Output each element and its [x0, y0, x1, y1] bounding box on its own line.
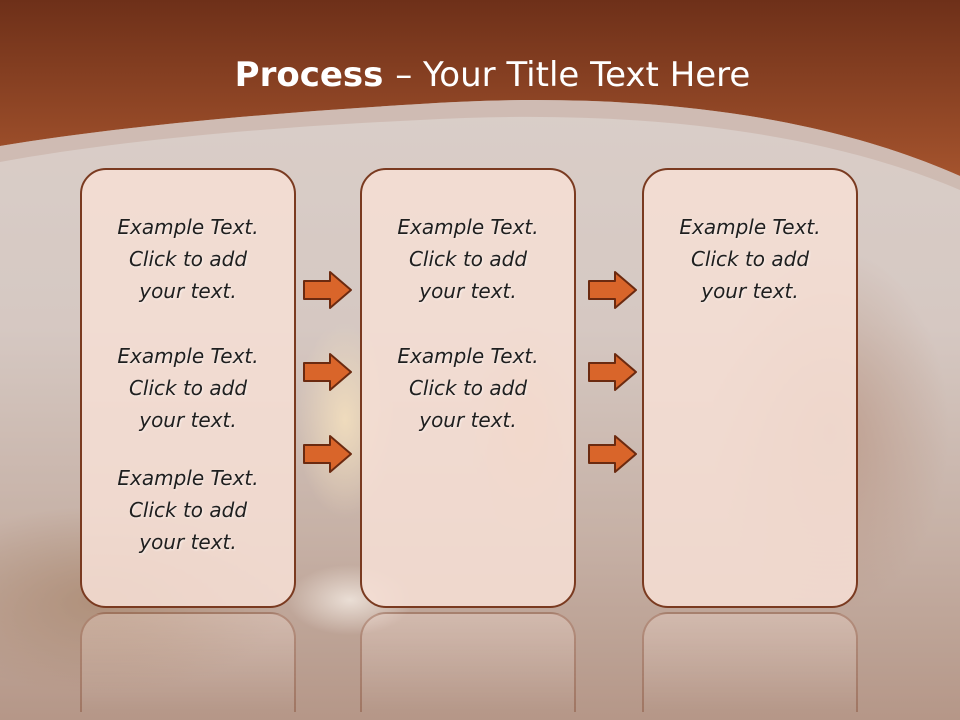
text-line: Example Text. — [397, 215, 539, 239]
right-arrow-icon — [588, 435, 637, 473]
panel-reflection — [80, 612, 296, 712]
header-band — [0, 0, 960, 190]
title-bold: Process — [234, 55, 396, 95]
text-block[interactable]: Example Text. Click to add your text. — [82, 340, 294, 436]
text-block[interactable]: Example Text. Click to add your text. — [82, 462, 294, 558]
right-arrow-icon — [588, 271, 637, 309]
panel-reflection — [360, 612, 576, 712]
text-block[interactable]: Example Text. Click to add your text. — [644, 211, 856, 307]
right-arrow-icon — [303, 353, 352, 391]
text-line: Example Text. — [397, 344, 539, 368]
right-arrow-icon — [303, 271, 352, 309]
text-line: Example Text. — [117, 215, 259, 239]
right-arrow-icon — [303, 435, 352, 473]
text-line: Click to add — [690, 247, 810, 271]
text-line: Example Text. — [117, 466, 259, 490]
process-panel-3[interactable]: Example Text. Click to add your text. — [642, 168, 858, 608]
text-line: Click to add — [128, 247, 248, 271]
text-line: your text. — [139, 408, 237, 432]
text-line: Click to add — [408, 247, 528, 271]
text-line: your text. — [701, 279, 799, 303]
process-panel-2[interactable]: Example Text. Click to add your text. Ex… — [360, 168, 576, 608]
text-line: your text. — [419, 279, 517, 303]
title-rest: – Your Title Text Here — [395, 55, 751, 95]
slide-title: Process – Your Title Text Here — [0, 52, 960, 98]
text-line: Click to add — [408, 376, 528, 400]
text-block[interactable]: Example Text. Click to add your text. — [362, 340, 574, 436]
text-line: Click to add — [128, 376, 248, 400]
text-line: Click to add — [128, 498, 248, 522]
text-line: Example Text. — [117, 344, 259, 368]
text-line: your text. — [139, 279, 237, 303]
text-block[interactable]: Example Text. Click to add your text. — [82, 211, 294, 307]
process-panel-1[interactable]: Example Text. Click to add your text. Ex… — [80, 168, 296, 608]
text-line: your text. — [139, 530, 237, 554]
text-line: your text. — [419, 408, 517, 432]
panel-reflection — [642, 612, 858, 712]
text-block[interactable]: Example Text. Click to add your text. — [362, 211, 574, 307]
text-line: Example Text. — [679, 215, 821, 239]
right-arrow-icon — [588, 353, 637, 391]
